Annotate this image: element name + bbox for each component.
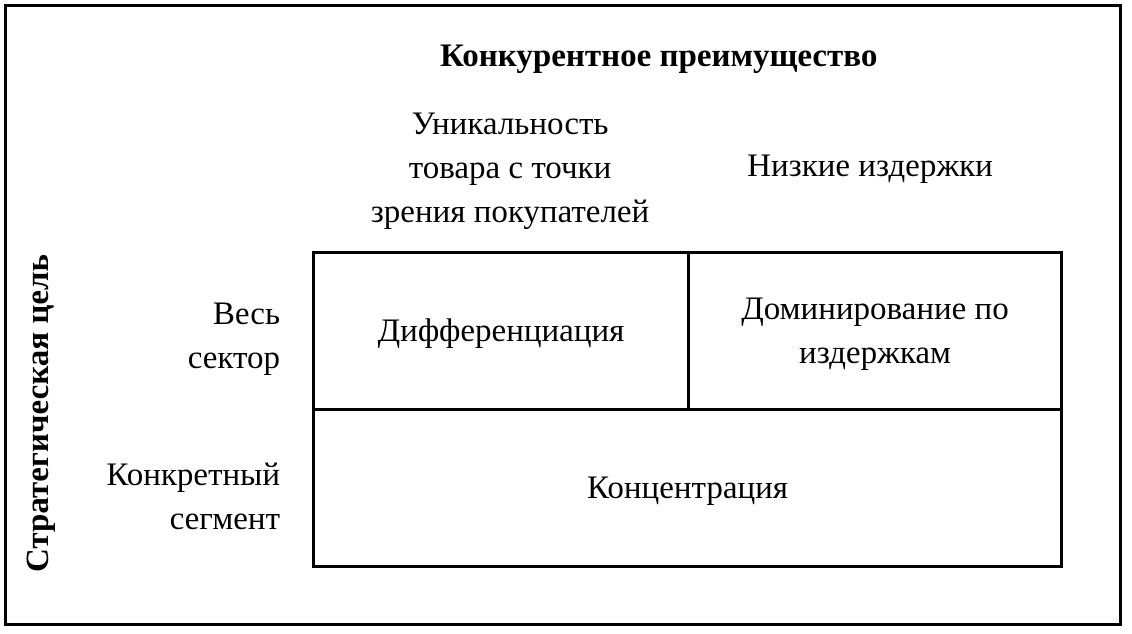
cell-differentiation-line-1: Дифференциация [377,313,625,349]
matrix-vertical-divider [687,254,690,408]
column-header-uniqueness-line-1: Уникальность [411,106,609,142]
strategic-target-axis-text: Стратегическая цель [20,254,57,572]
cell-focus-line-1: Концентрация [587,470,788,506]
cell-differentiation: Дифференциация [315,254,687,408]
row-header-specific-segment-line-1: Конкретный [106,457,280,493]
strategy-matrix: Дифференциация Доминирование по издержка… [312,251,1063,568]
column-header-uniqueness: Уникальность товара с точки зрения покуп… [300,102,720,234]
strategic-target-axis-label: Стратегическая цель [16,238,60,588]
row-header-whole-sector-line-1: Весь [212,296,280,332]
row-header-specific-segment-line-2: сегмент [169,501,280,537]
cell-cost-leadership-line-2: издержкам [799,335,951,371]
column-header-low-costs-line-1: Низкие издержки [747,148,993,184]
column-header-uniqueness-line-2: товара с точки [408,150,612,186]
column-header-uniqueness-line-3: зрения покупателей [370,194,650,230]
row-header-whole-sector-line-2: сектор [187,340,280,376]
diagram-title: Конкурентное преимущество [440,38,878,74]
cell-cost-leadership: Доминирование по издержкам [690,254,1060,408]
matrix-horizontal-divider [315,408,1060,411]
cell-focus: Концентрация [315,411,1060,565]
row-header-specific-segment: Конкретный сегмент [106,453,280,541]
column-header-low-costs: Низкие издержки [690,144,1050,188]
diagram-frame [4,4,1122,626]
row-header-whole-sector: Весь сектор [188,292,280,380]
cell-cost-leadership-line-1: Доминирование по [741,291,1009,327]
